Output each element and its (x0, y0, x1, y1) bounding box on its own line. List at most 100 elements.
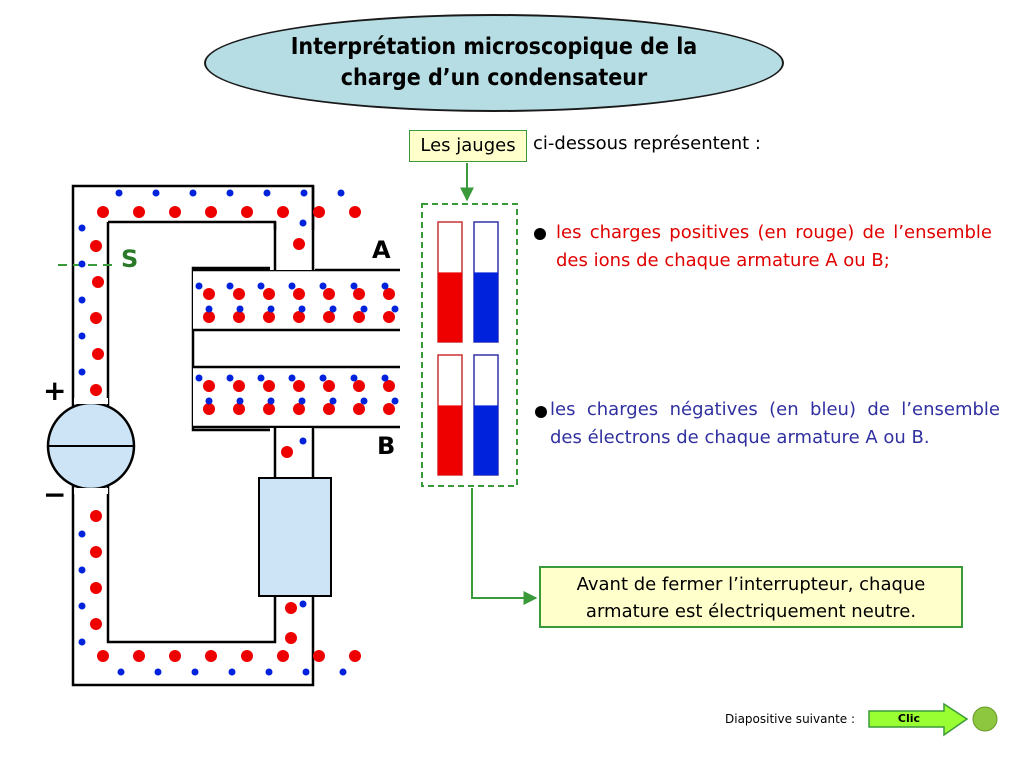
electron-dot (78, 224, 86, 232)
ion-dot (313, 650, 325, 662)
ion-dot (233, 311, 245, 323)
ion-dot (90, 582, 102, 594)
ion-dot (90, 384, 102, 396)
gauge-negative-fill (474, 405, 498, 475)
positive-charges-text: les charges positives (en rouge) de l’en… (556, 222, 992, 271)
electron-dot (257, 374, 265, 382)
electron-dot (267, 305, 275, 313)
ion-dot (205, 650, 217, 662)
ion-dot (133, 650, 145, 662)
minus-sign: − (43, 478, 67, 511)
electron-dot (78, 530, 86, 538)
electron-dot (267, 397, 275, 405)
gauge-positive-fill (438, 405, 462, 475)
ion-dot (233, 380, 245, 392)
electron-dot (329, 305, 337, 313)
ion-dot (241, 650, 253, 662)
ion-dot (323, 380, 335, 392)
gauge-frame (421, 203, 518, 487)
electron-dot (78, 368, 86, 376)
ion-dot (90, 618, 102, 630)
ion-dot (92, 348, 104, 360)
electron-dot (381, 374, 389, 382)
ion-dot (323, 311, 335, 323)
electron-dot (350, 282, 358, 290)
ion-dot (203, 403, 215, 415)
ion-dot (263, 403, 275, 415)
ion-dot (313, 206, 325, 218)
electron-dot (300, 189, 308, 197)
electron-dot (288, 282, 296, 290)
electron-dot (78, 332, 86, 340)
electron-dot (263, 189, 271, 197)
title-line-2: charge d’un condensateur (340, 65, 648, 91)
ion-dot (383, 288, 395, 300)
switch-label: S (121, 245, 139, 273)
ion-dot (383, 380, 395, 392)
electron-dot (152, 189, 160, 197)
gauges-group (437, 221, 499, 476)
electron-dot (195, 374, 203, 382)
ion-dot (233, 403, 245, 415)
electron-dot (350, 374, 358, 382)
neutral-note-box: Avant de fermer l’interrupteur, chaque a… (539, 566, 963, 628)
ion-dot (353, 403, 365, 415)
gauge-negative-fill (474, 272, 498, 342)
electron-dot (117, 668, 125, 676)
resistor (258, 477, 332, 597)
ion-dot (383, 403, 395, 415)
electron-dot (360, 305, 368, 313)
clic-button[interactable]: Clic (897, 712, 921, 725)
electron-dot (329, 397, 337, 405)
ion-dot (277, 650, 289, 662)
electron-dot (319, 282, 327, 290)
ion-dot (92, 276, 104, 288)
electron-dot (299, 600, 307, 608)
ion-dot (293, 311, 305, 323)
ion-dot (323, 403, 335, 415)
ion-dot (133, 206, 145, 218)
ion-dot (90, 510, 102, 522)
intro-text: ci-dessous représentent : (533, 133, 761, 154)
electron-dot (78, 566, 86, 574)
ion-dot (293, 238, 305, 250)
next-slide-label: Diapositive suivante : (725, 712, 856, 726)
electron-dot (78, 296, 86, 304)
electron-dot (189, 189, 197, 197)
electron-dot (78, 638, 86, 646)
page-title: Interprétation microscopique de la charg… (259, 32, 729, 94)
ion-dot (277, 206, 289, 218)
electron-dot (302, 668, 310, 676)
electron-dot (195, 282, 203, 290)
ion-dot (263, 380, 275, 392)
jauges-highlight: Les jauges (409, 130, 527, 162)
electron-dot (391, 305, 399, 313)
plate-a-label: A (372, 236, 391, 264)
electron-dot (265, 668, 273, 676)
ion-dot (97, 206, 109, 218)
electron-dot (298, 397, 306, 405)
ion-dot (383, 311, 395, 323)
ion-dot (90, 546, 102, 558)
ion-dot (203, 288, 215, 300)
electron-dot (226, 189, 234, 197)
electron-dot (299, 437, 307, 445)
electron-dot (191, 668, 199, 676)
electron-dot (288, 374, 296, 382)
ion-dot (293, 380, 305, 392)
electron-dot (391, 397, 399, 405)
electron-dot (78, 602, 86, 610)
electron-dot (226, 374, 234, 382)
plus-sign: + (43, 374, 67, 407)
electron-dot (337, 189, 345, 197)
plate-b (193, 367, 400, 427)
ion-dot (349, 206, 361, 218)
ion-dot (169, 206, 181, 218)
next-dot-icon (972, 706, 998, 732)
ion-dot (281, 446, 293, 458)
electron-dot (381, 282, 389, 290)
ion-dot (293, 288, 305, 300)
ion-dot (205, 206, 217, 218)
electron-dot (78, 260, 86, 268)
ion-dot (233, 288, 245, 300)
